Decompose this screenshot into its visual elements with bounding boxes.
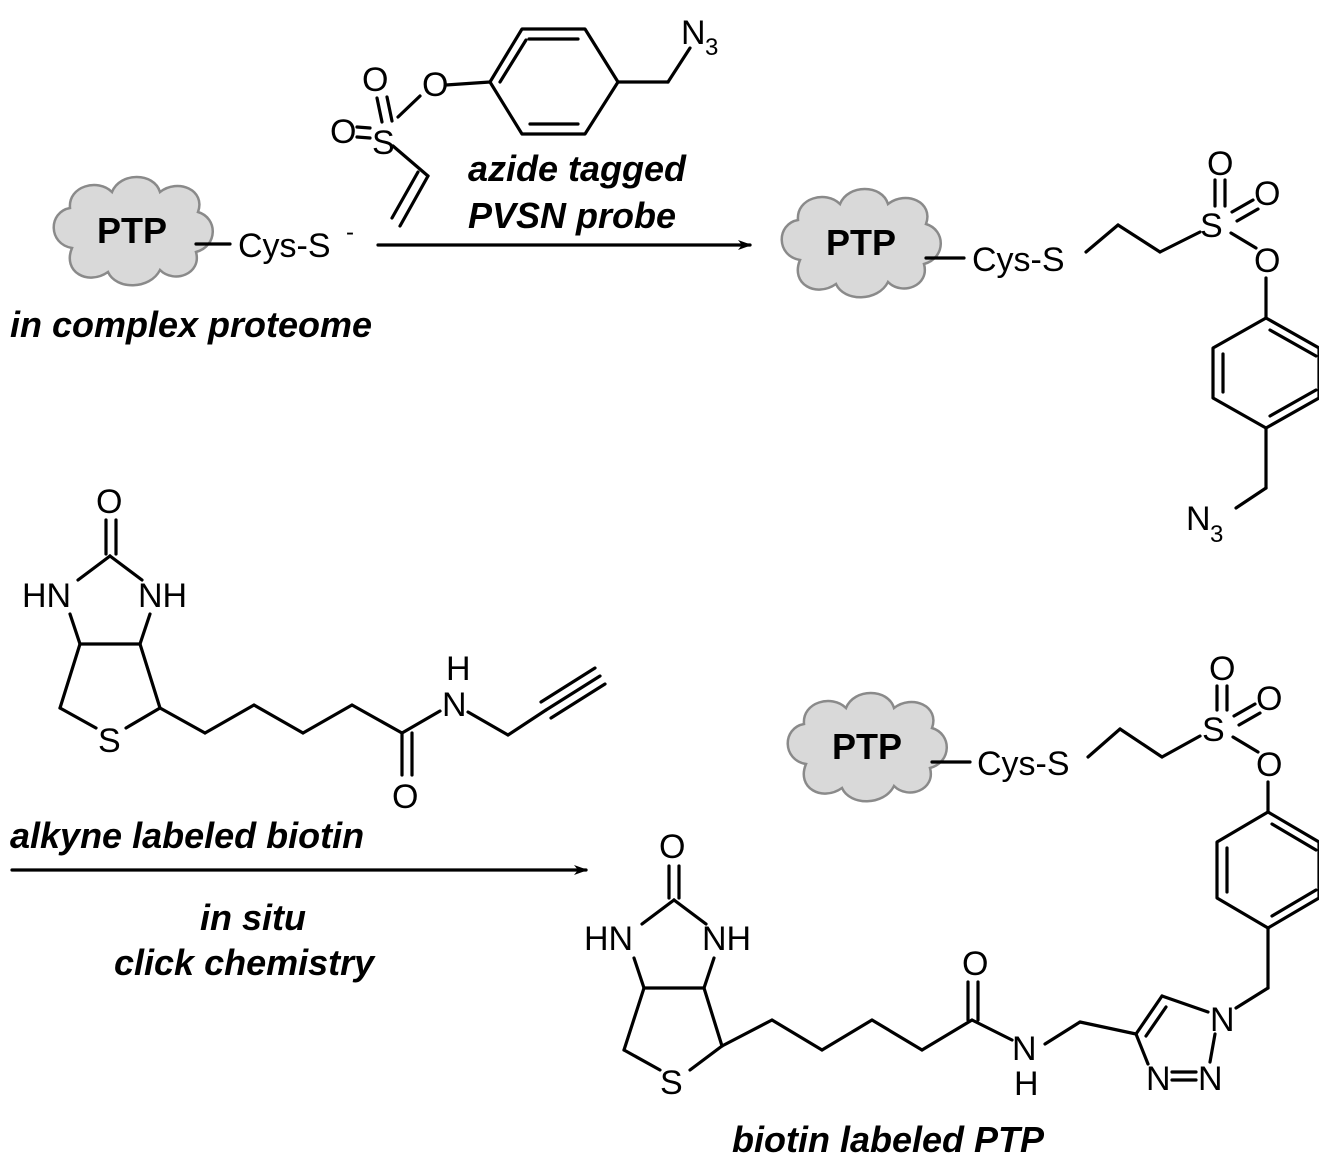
svg-text:N: N <box>1012 1030 1037 1068</box>
svg-text:O: O <box>392 778 418 816</box>
svg-text:3: 3 <box>705 34 718 61</box>
svg-text:N: N <box>1186 500 1211 538</box>
svg-text:S: S <box>1200 207 1223 245</box>
svg-text:S: S <box>98 722 121 760</box>
svg-text:3: 3 <box>1210 521 1223 548</box>
svg-text:O: O <box>1254 175 1280 213</box>
svg-text:N: N <box>1198 1060 1223 1098</box>
svg-text:O: O <box>1254 242 1280 280</box>
svg-text:O: O <box>962 945 988 983</box>
biotin-labeled-ptp-structure: S O O O N N N N H O <box>584 650 1319 1103</box>
svg-text:N: N <box>681 14 706 52</box>
azide-adduct-structure: S O O O N 3 <box>1084 145 1319 548</box>
ptp-label-3: PTP <box>832 726 902 767</box>
cys-s-label-1: Cys-S <box>972 241 1065 279</box>
pvsn-probe-structure: S O O O N 3 <box>330 14 718 228</box>
in-complex-proteome-caption: in complex proteome <box>10 304 372 345</box>
svg-text:S: S <box>372 124 395 162</box>
svg-text:H: H <box>446 650 471 688</box>
svg-text:NH: NH <box>702 920 751 958</box>
svg-text:O: O <box>1207 145 1233 183</box>
product-caption: biotin labeled PTP <box>732 1119 1045 1160</box>
svg-text:O: O <box>1209 650 1235 688</box>
condition-caption-line1: in situ <box>200 897 306 938</box>
svg-text:HN: HN <box>584 920 633 958</box>
reagent1-caption-line1: azide tagged <box>468 148 687 189</box>
cys-s-label-2: Cys-S <box>977 745 1070 783</box>
svg-text:O: O <box>422 66 448 104</box>
svg-text:O: O <box>659 828 685 866</box>
reagent1-caption-line2: PVSN probe <box>468 195 676 236</box>
cys-thiolate-label: Cys-S <box>238 227 331 265</box>
condition-caption-line2: click chemistry <box>114 942 376 983</box>
ptp-label-2: PTP <box>826 222 896 263</box>
svg-text:O: O <box>96 483 122 521</box>
svg-text:O: O <box>362 61 388 99</box>
svg-text:S: S <box>660 1064 683 1102</box>
reagent2-caption: alkyne labeled biotin <box>10 815 364 856</box>
alkyne-biotin-structure: O HN NH S O N H <box>22 483 607 816</box>
svg-text:HN: HN <box>22 577 71 615</box>
svg-text:NH: NH <box>138 577 187 615</box>
svg-text:O: O <box>1256 746 1282 784</box>
ptp-label-1: PTP <box>97 210 167 251</box>
svg-text:H: H <box>1014 1065 1039 1103</box>
svg-text:N: N <box>1146 1060 1171 1098</box>
thiolate-charge: - <box>346 219 354 246</box>
svg-text:N: N <box>1210 1001 1235 1039</box>
svg-text:S: S <box>1202 711 1225 749</box>
svg-text:N: N <box>442 686 467 724</box>
svg-text:O: O <box>330 113 356 151</box>
